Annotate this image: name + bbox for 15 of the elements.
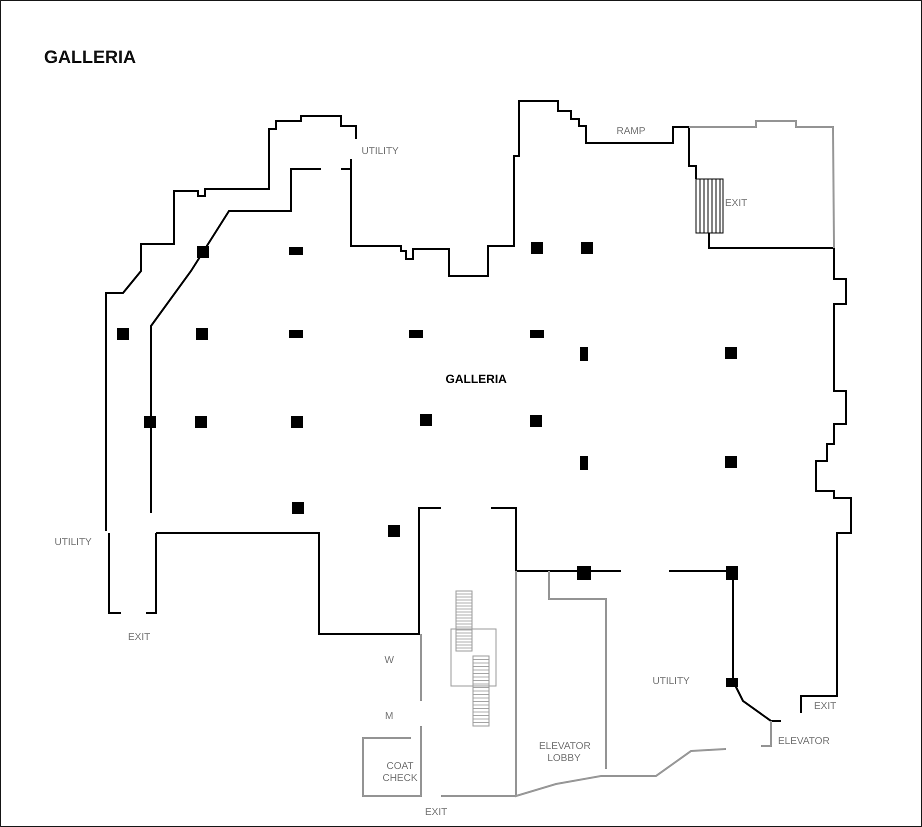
room-label: GALLERIA — [446, 373, 507, 385]
restroom-label: M — [385, 711, 394, 723]
room-label: UTILITY — [54, 537, 92, 549]
room-label: UTILITY — [652, 676, 690, 688]
room-label: COAT CHECK — [382, 761, 418, 785]
plan-title: GALLERIA — [44, 47, 136, 68]
exit-label: EXIT — [725, 198, 748, 210]
exit-label: EXIT — [425, 807, 448, 819]
room-label: UTILITY — [362, 146, 399, 158]
area-label: RAMP — [616, 126, 646, 138]
room-label: ELEVATOR — [778, 736, 830, 748]
exit-label: EXIT — [814, 701, 836, 713]
exit-label: EXIT — [128, 632, 150, 644]
room-label: ELEVATOR LOBBY — [539, 741, 589, 765]
restroom-label: W — [384, 655, 394, 667]
